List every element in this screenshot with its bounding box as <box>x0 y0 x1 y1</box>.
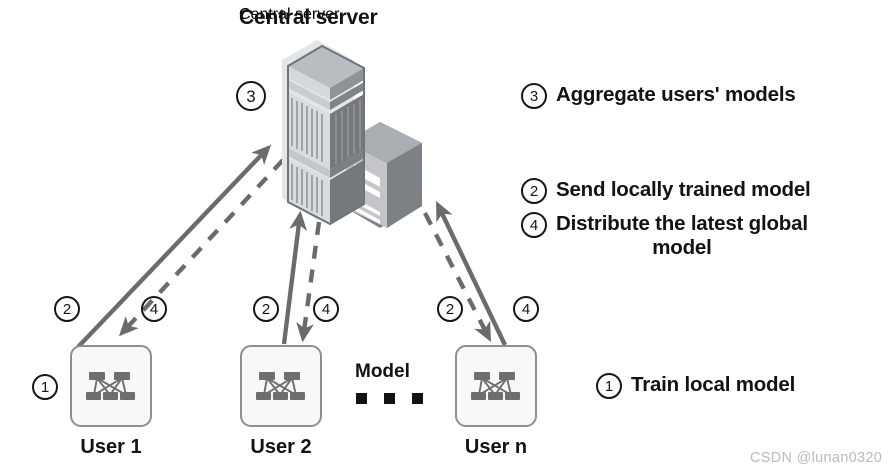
legend-marker-1: 1 <box>596 373 622 399</box>
main-server-rack <box>287 44 365 226</box>
legend-text-distribute-line1: Distribute the latest global <box>556 212 808 235</box>
legend-item-send: 2 Send locally trained model <box>521 178 811 204</box>
arrow-server-to-user2 <box>296 221 322 343</box>
arrow-user1-to-server <box>76 144 272 349</box>
neural-network-icon <box>86 372 135 400</box>
legend-marker-4: 4 <box>521 212 547 238</box>
user-device-2[interactable] <box>240 345 322 427</box>
step-marker-usern-down-4: 4 <box>513 296 539 322</box>
model-label: Model <box>355 361 410 382</box>
user-device-1[interactable] <box>70 345 152 427</box>
ellipsis-dot <box>412 393 423 404</box>
legend-item-distribute: 4 Distribute the latest global model <box>521 212 808 260</box>
neural-network-icon <box>256 372 305 400</box>
step-marker-usern-up-2: 2 <box>437 296 463 322</box>
ellipsis-dot <box>356 393 367 404</box>
step-marker-user1-down-4: 4 <box>141 296 167 322</box>
legend-text-distribute-line2: model <box>652 236 712 260</box>
legend-marker-2: 2 <box>521 178 547 204</box>
neural-network-icon <box>471 372 520 400</box>
server-illustration <box>282 40 422 228</box>
legend-text-send: Send locally trained model <box>556 178 811 201</box>
legend-marker-3: 3 <box>521 83 547 109</box>
user-label-1: User 1 <box>80 436 142 458</box>
step-marker-user2-down-4: 4 <box>313 296 339 322</box>
user-label-2: User 2 <box>250 436 312 458</box>
legend-text-train: Train local model <box>631 373 796 396</box>
arrow-user2-to-server <box>281 210 307 345</box>
ellipsis-dot <box>384 393 395 404</box>
ellipsis-dots <box>356 393 423 404</box>
legend-item-aggregate: 3 Aggregate users' models <box>521 83 796 109</box>
central-server-title-text: Central server <box>239 6 378 29</box>
step-marker-user2-up-2: 2 <box>253 296 279 322</box>
step-marker-user1-1: 1 <box>32 374 58 400</box>
watermark: CSDN @lunan0320 <box>750 450 883 466</box>
step-marker-user1-up-2: 2 <box>54 296 80 322</box>
legend-text-distribute: Distribute the latest global model <box>556 212 808 260</box>
step-marker-server-3: 3 <box>236 81 266 111</box>
arrow-usern-to-server <box>436 200 507 346</box>
legend-item-train: 1 Train local model <box>596 373 795 399</box>
user-device-n[interactable] <box>455 345 537 427</box>
user-label-n: User n <box>464 436 528 458</box>
central-server-title: Central server <box>239 6 340 23</box>
legend-text-aggregate: Aggregate users' models <box>556 83 796 106</box>
